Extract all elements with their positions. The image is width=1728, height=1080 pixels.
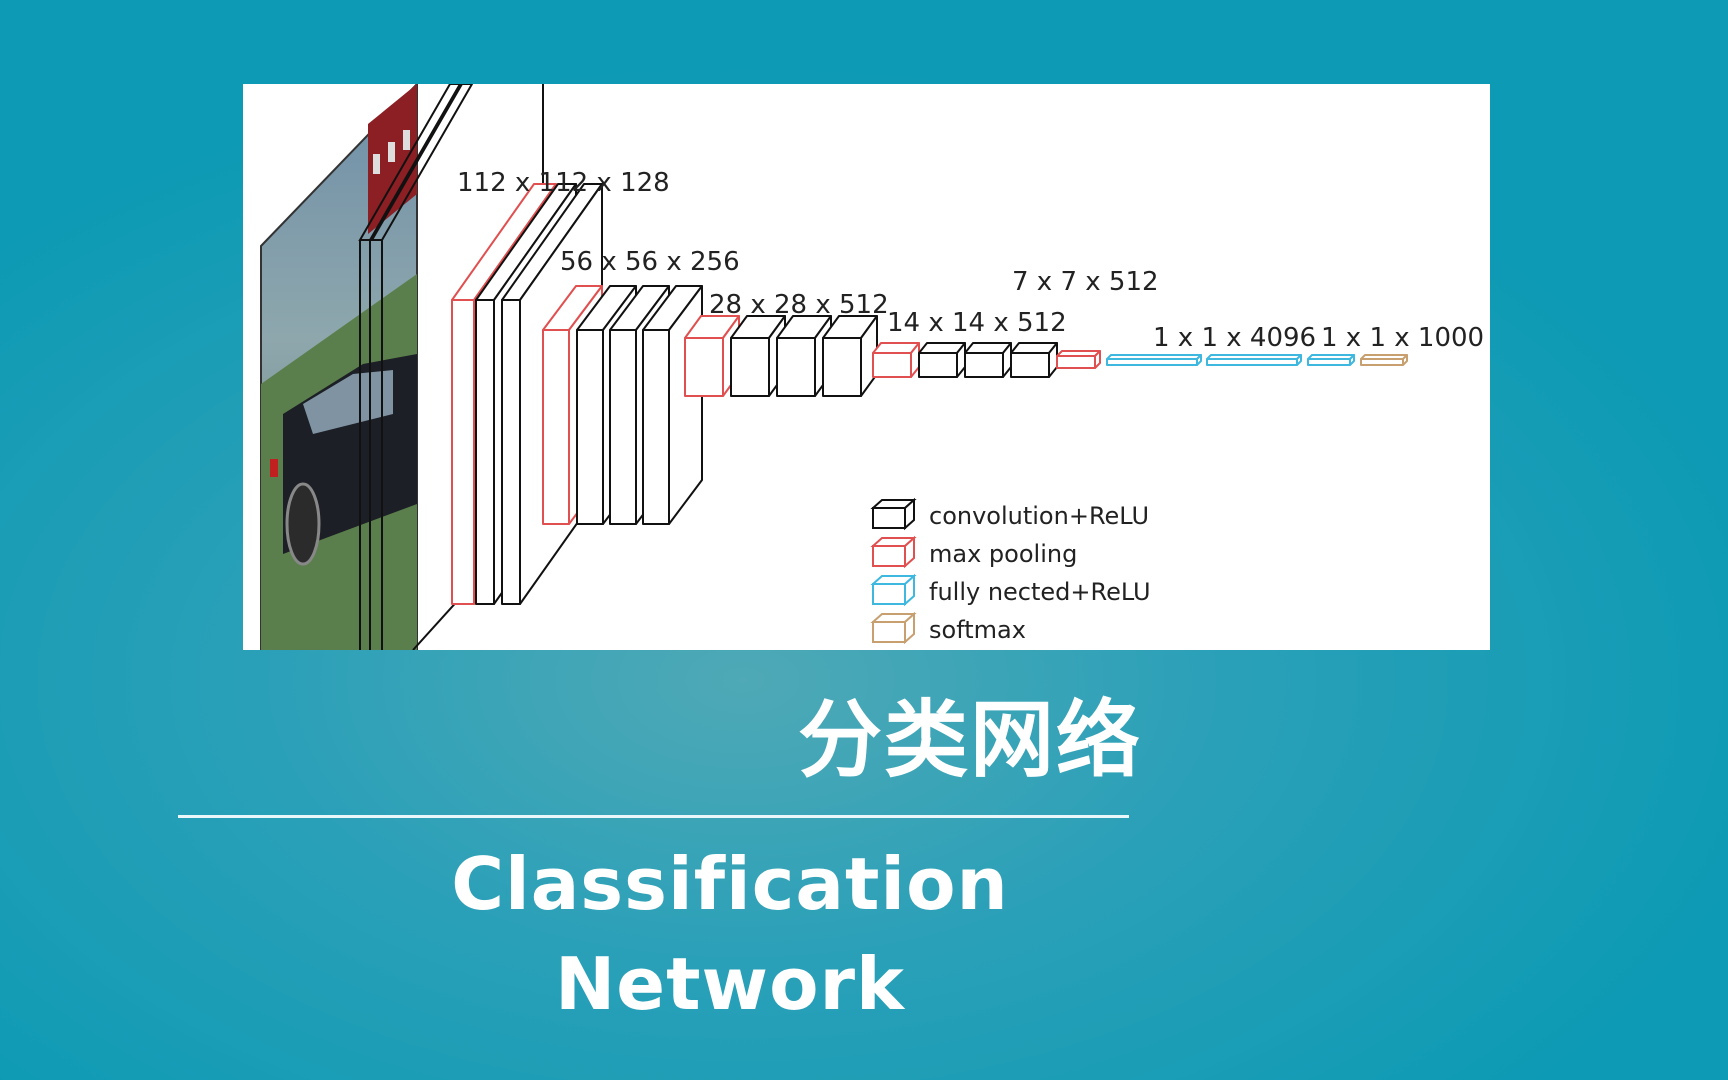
legend-label-pool: max pooling [929, 540, 1077, 568]
stage-label-28: 28 x 28 x 512 [709, 290, 889, 320]
legend: convolution+ReLU max pooling fully necte… [870, 497, 1151, 645]
conv-block-4c [1010, 342, 1058, 378]
stage-label-4096: 1 x 1 x 4096 [1153, 323, 1316, 353]
legend-item-pool: max pooling [870, 535, 1077, 569]
layer-blocks [451, 183, 1408, 605]
title-divider [178, 815, 1129, 818]
conv-block-4b [964, 342, 1012, 378]
network-diagram: 112 x 112 x 128 56 x 56 x 256 28 x 28 x … [243, 84, 1490, 650]
fc-block-3 [1307, 354, 1355, 366]
conv-block-4a [918, 342, 966, 378]
legend-swatch-conv [870, 497, 917, 531]
legend-item-softmax: softmax [870, 611, 1026, 645]
legend-item-conv: convolution+ReLU [870, 497, 1149, 531]
english-title: Classification Network [451, 842, 1009, 1026]
conv-block-3a [730, 315, 786, 397]
diagram-svg: 112 x 112 x 128 56 x 56 x 256 28 x 28 x … [260, 84, 1484, 650]
legend-swatch-softmax [870, 611, 917, 645]
fc-block-2 [1206, 354, 1302, 366]
stage-label-7: 7 x 7 x 512 [1012, 267, 1159, 297]
pool-block-5 [1056, 350, 1101, 369]
legend-label-softmax: softmax [929, 616, 1026, 644]
legend-swatch-fc [870, 573, 917, 607]
fc-block-1 [1106, 354, 1202, 366]
stage-label-14: 14 x 14 x 512 [887, 308, 1067, 338]
pool-block-4 [872, 342, 920, 378]
stage-label-1000: 1 x 1 x 1000 [1321, 323, 1484, 353]
conv-block-2c [642, 285, 703, 525]
legend-label-conv: convolution+ReLU [929, 502, 1149, 530]
legend-label-fc: fully nected+ReLU [929, 578, 1151, 606]
legend-swatch-pool [870, 535, 917, 569]
legend-item-fc: fully nected+ReLU [870, 573, 1151, 607]
softmax-block [1360, 354, 1408, 366]
stage-label-112: 112 x 112 x 128 [457, 168, 670, 198]
input-image [260, 84, 418, 650]
conv-block-3c [822, 315, 878, 397]
stage-label-56: 56 x 56 x 256 [560, 247, 740, 277]
chinese-title: 分类网络 [797, 691, 1142, 789]
